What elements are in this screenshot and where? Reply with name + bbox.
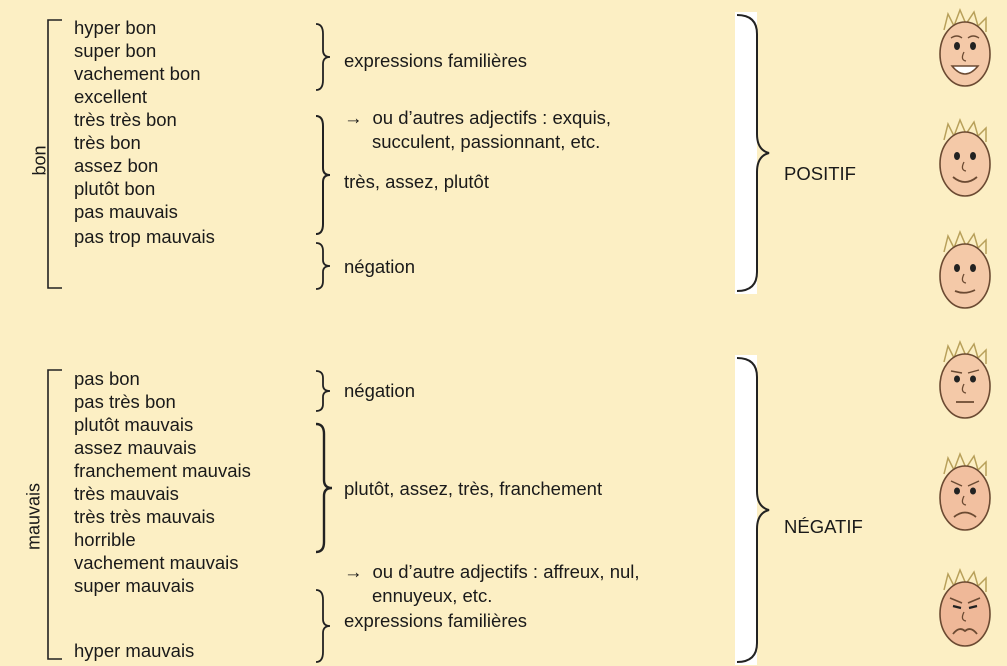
word-assez-bon: assez bon [74, 155, 159, 176]
word-plutot-mauvais: plutôt mauvais [74, 414, 194, 435]
word-franchement-mauvais: franchement mauvais [74, 460, 251, 481]
word-tres-tres-mauvais: très très mauvais [74, 506, 215, 527]
face-icon [939, 230, 991, 309]
verdict-brace-negatif [735, 355, 775, 665]
word-super-bon: super bon [74, 40, 157, 61]
verdict-negatif: NÉGATIF [784, 516, 863, 537]
word-vachement-bon: vachement bon [74, 63, 201, 84]
word-assez-mauvais: assez mauvais [74, 437, 197, 458]
note-familiar-bon: expressions familières [344, 50, 528, 71]
note-other-adjectives-mauvais-line2: ennuyeux, etc. [372, 585, 493, 606]
note-negation-mauvais: négation [344, 380, 415, 401]
note-familiar-mauvais: expressions familières [344, 610, 528, 631]
note-adverbs-bon: très, assez, plutôt [344, 171, 489, 192]
brace-negation-bon [315, 242, 331, 290]
brace-negation-mauvais [315, 370, 331, 412]
word-pas-bon: pas bon [74, 368, 140, 389]
word-pas-trop-mauvais: pas trop mauvais [74, 226, 215, 247]
note-other-adjectives-mauvais-line1: ou d’autre adjectifs : affreux, nul, [372, 561, 640, 582]
word-hyper-bon: hyper bon [74, 17, 157, 38]
word-excellent: excellent [74, 86, 148, 107]
face-icon [939, 8, 991, 87]
word-tres-tres-bon: très très bon [74, 109, 177, 130]
verdict-brace-positif [735, 12, 775, 294]
note-negation-bon: négation [344, 256, 415, 277]
word-plutot-bon: plutôt bon [74, 178, 156, 199]
face-icon [939, 340, 991, 419]
word-pas-tres-bon: pas très bon [74, 391, 176, 412]
note-adverbs-mauvais: plutôt, assez, très, franchement [344, 478, 603, 499]
face-icon [939, 118, 991, 197]
note-other-adjectives-bon-line2: succulent, passionnant, etc. [372, 131, 601, 152]
face-icon [939, 452, 991, 531]
section-bracket-mauvais [47, 369, 62, 660]
word-tres-mauvais: très mauvais [74, 483, 179, 504]
section-bracket-bon [47, 19, 62, 289]
arrow-right-icon: → [344, 561, 363, 582]
note-other-adjectives-bon: → ou d’autres adjectifs : exquis, [344, 107, 611, 129]
word-vachement-mauvais: vachement mauvais [74, 552, 239, 573]
face-icon [939, 568, 991, 647]
note-other-adjectives-bon-line1: ou d’autres adjectifs : exquis, [372, 107, 612, 128]
arrow-right-icon: → [344, 107, 363, 128]
brace-familiar-mauvais [315, 589, 331, 663]
word-super-mauvais: super mauvais [74, 575, 195, 596]
note-other-adjectives-mauvais: → ou d’autre adjectifs : affreux, nul, [344, 561, 640, 583]
word-hyper-mauvais: hyper mauvais [74, 640, 195, 661]
brace-adverbs-bon [315, 115, 331, 235]
brace-adverbs-mauvais [315, 422, 333, 554]
verdict-positif: POSITIF [784, 163, 856, 184]
word-horrible: horrible [74, 529, 136, 550]
brace-familiar-bon [315, 23, 331, 91]
word-pas-mauvais: pas mauvais [74, 201, 178, 222]
word-tres-bon: très bon [74, 132, 141, 153]
